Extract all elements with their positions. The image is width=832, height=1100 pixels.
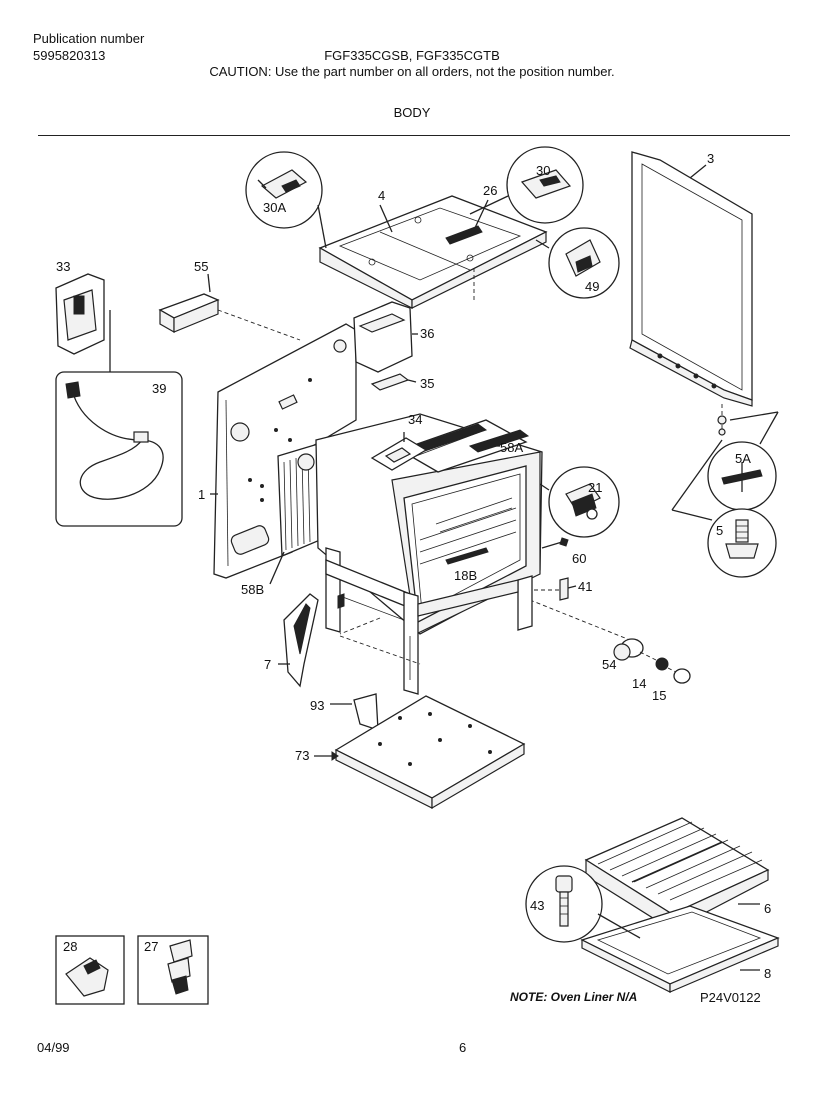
callout-labels: 30 30A 4 26 3 49 33 55 36 35 39 34 58A 5…	[56, 151, 771, 1005]
publication-number: 5995820313	[33, 48, 106, 63]
label-60: 60	[572, 551, 586, 566]
label-8: 8	[764, 966, 771, 981]
label-49: 49	[585, 279, 599, 294]
footer-date: 04/99	[37, 1040, 70, 1055]
callout-circle-30a	[245, 151, 327, 249]
oven-liner-note: NOTE: Oven Liner N/A	[510, 990, 637, 1004]
label-27: 27	[144, 939, 158, 954]
diagram-code: P24V0122	[700, 990, 761, 1005]
label-34: 34	[408, 412, 422, 427]
page-number: 6	[459, 1040, 467, 1055]
broiler-pan-part	[580, 905, 780, 993]
small-hardware-parts	[520, 537, 691, 684]
label-30: 30	[536, 163, 550, 178]
label-28: 28	[63, 939, 77, 954]
publication-label: Publication number	[33, 31, 145, 46]
label-6: 6	[764, 901, 771, 916]
label-7: 7	[264, 657, 271, 672]
caution-note: CAUTION: Use the part number on all orde…	[209, 64, 615, 79]
section-title: BODY	[393, 105, 431, 120]
label-5a: 5A	[735, 451, 751, 466]
callout-circle-49	[535, 227, 620, 299]
label-41: 41	[578, 579, 592, 594]
label-36: 36	[420, 326, 434, 341]
label-3: 3	[707, 151, 714, 166]
vent-duct-part	[353, 301, 418, 391]
label-55: 55	[194, 259, 208, 274]
label-18b: 18B	[454, 568, 477, 583]
model-numbers: FGF335CGSB, FGF335CGTB	[324, 48, 500, 63]
label-58a: 58A	[500, 440, 523, 455]
side-trim-part	[278, 593, 319, 688]
callout-circle-5a	[707, 441, 777, 511]
inset-box-28	[55, 935, 125, 1005]
lower-frame-part	[325, 547, 533, 695]
bracket-part	[55, 273, 111, 372]
label-15: 15	[652, 688, 666, 703]
label-43: 43	[530, 898, 544, 913]
label-35: 35	[420, 376, 434, 391]
label-33: 33	[56, 259, 70, 274]
label-21: 21	[588, 480, 602, 495]
label-93: 93	[310, 698, 324, 713]
spacer-part	[158, 273, 301, 341]
callout-circle-21	[539, 466, 620, 538]
callout-circle-30	[469, 146, 584, 224]
top-panel-part	[318, 195, 548, 309]
header-rule	[38, 135, 790, 136]
power-cord-box	[55, 371, 183, 527]
label-4: 4	[378, 188, 385, 203]
callout-circle-43	[525, 865, 641, 943]
inset-box-27	[137, 935, 209, 1005]
drawer-part	[314, 693, 526, 810]
callout-circle-5	[707, 508, 777, 578]
label-26: 26	[483, 183, 497, 198]
label-14: 14	[632, 676, 646, 691]
label-39: 39	[152, 381, 166, 396]
label-73: 73	[295, 748, 309, 763]
side-panel-part	[629, 151, 779, 521]
label-1: 1	[198, 487, 205, 502]
label-58b: 58B	[241, 582, 264, 597]
label-54: 54	[602, 657, 616, 672]
label-5: 5	[716, 523, 723, 538]
label-30a: 30A	[263, 200, 286, 215]
